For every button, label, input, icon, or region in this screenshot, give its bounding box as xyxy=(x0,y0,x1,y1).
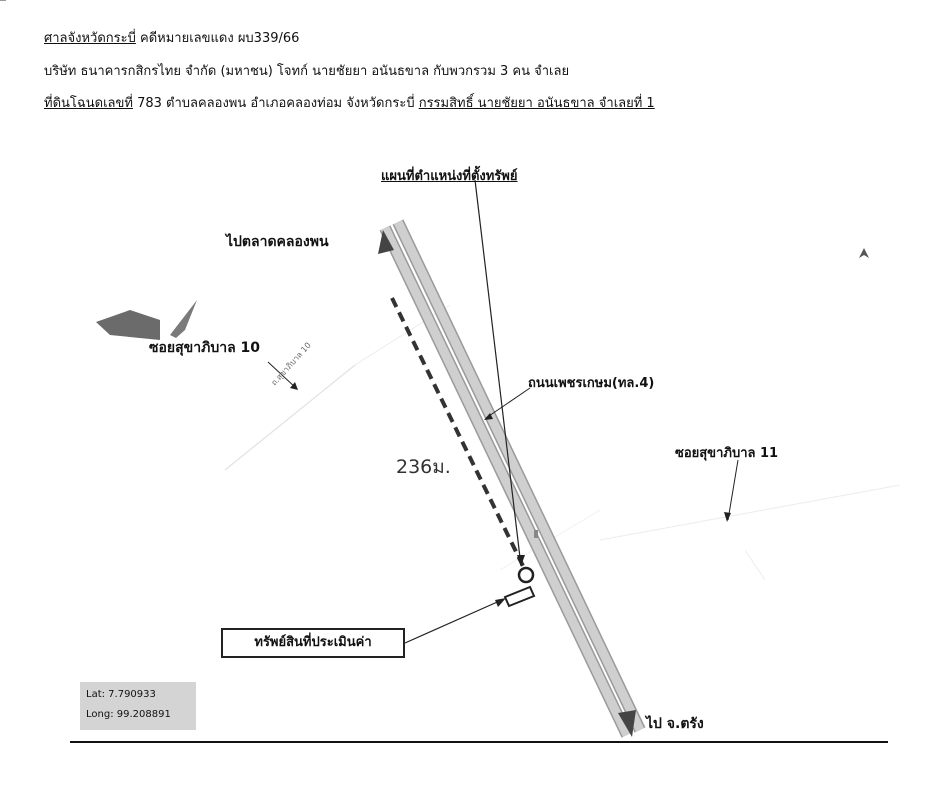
deed-label: ที่ดินโฉนดเลขที่ xyxy=(44,96,133,111)
land-patch-right xyxy=(170,300,197,338)
corner-mark xyxy=(0,0,6,7)
coordinates-box: Lat: 7.790933 Long: 99.208891 xyxy=(80,682,196,730)
label-distance: 236ม. xyxy=(396,456,451,478)
title-leader-arrow xyxy=(517,555,525,566)
road4-leader-arrow xyxy=(484,413,493,420)
bottom-rule xyxy=(70,741,888,743)
property-marker-icon xyxy=(517,566,535,584)
label-soi11: ซอยสุขาภิบาล 11 xyxy=(675,446,779,461)
highway-lane-east xyxy=(393,220,645,732)
minor-road-bend xyxy=(744,549,766,581)
soi10-leader-line xyxy=(267,361,297,389)
highway-km-marker xyxy=(534,530,538,538)
header-line-court: ศาลจังหวัดกระบี่ คดีหมายเลขแดง ผบ339/66 xyxy=(44,31,299,47)
ownership-text: กรรมสิทธิ์ นายชัยยา อนันธขาล จำเลยที่ 1 xyxy=(418,96,655,111)
longitude-text: Long: 99.208891 xyxy=(86,709,171,720)
compass-north-icon xyxy=(859,248,869,258)
header-line-parties: บริษัท ธนาคารกสิกรไทย จำกัด (มหาชน) โจทก… xyxy=(44,64,570,79)
highway-north-arrow xyxy=(378,230,394,254)
minor-road-soi11 xyxy=(599,484,901,541)
property-leader-arrow xyxy=(495,598,506,607)
highway-lane-west xyxy=(380,226,632,737)
minor-road-soi10-ext xyxy=(354,304,451,366)
case-number: คดีหมายเลขแดง ผบ339/66 xyxy=(135,31,300,46)
label-main-road: ถนนเพชรเกษม(ทล.4) xyxy=(528,376,655,391)
property-parcel xyxy=(503,585,536,608)
location-map: แผนที่ตำแหน่งที่ตั้งทรัพย์ ไปตลาดคลองพน … xyxy=(0,150,938,750)
soi11-leader-arrow xyxy=(724,512,731,522)
label-soi10: ซอยสุขาภิบาล 10 xyxy=(149,340,261,356)
road4-leader-line xyxy=(485,387,531,419)
latitude-text: Lat: 7.790933 xyxy=(86,689,156,700)
deed-location: 783 ตำบลคลองพน อำเภอคลองท่อม จังหวัดกระบ… xyxy=(132,96,419,111)
map-title: แผนที่ตำแหน่งที่ตั้งทรัพย์ xyxy=(381,169,518,184)
label-south-destination: ไป จ.ตรัง xyxy=(646,716,704,732)
highway-south-arrow xyxy=(618,710,636,737)
land-patch-left xyxy=(96,310,160,340)
soi10-leader-arrow xyxy=(290,382,298,390)
minor-road-soi10 xyxy=(224,364,356,471)
label-north-destination: ไปตลาดคลองพน xyxy=(226,234,329,250)
distance-dashed-line xyxy=(390,297,526,569)
header-line-deed: ที่ดินโฉนดเลขที่ 783 ตำบลคลองพน อำเภอคลอ… xyxy=(44,96,655,112)
court-name: ศาลจังหวัดกระบี่ xyxy=(44,31,136,46)
property-leader-line xyxy=(404,598,505,644)
title-leader-line xyxy=(474,179,522,567)
map-canvas xyxy=(96,179,901,738)
soi11-leader-line xyxy=(727,459,739,521)
property-label-box: ทรัพย์สินที่ประเมินค่า xyxy=(221,628,405,658)
